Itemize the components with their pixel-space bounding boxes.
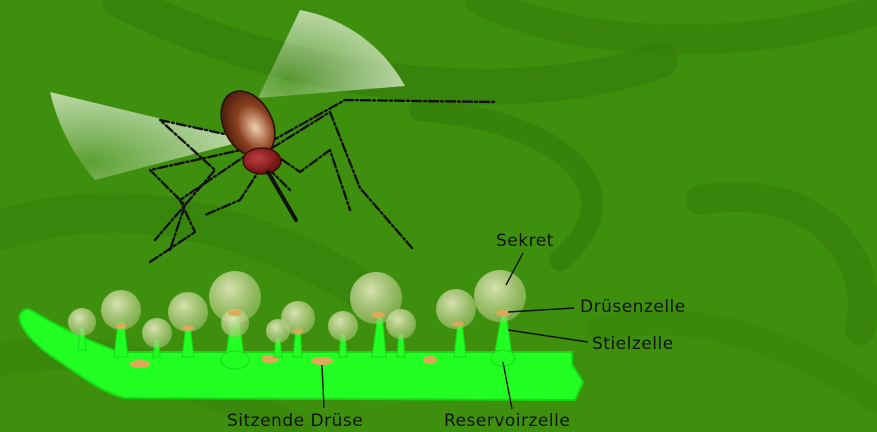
label-druesenzelle: Drüsenzelle — [580, 297, 686, 317]
label-sitzende-druese: Sitzende Drüse — [227, 411, 363, 431]
mosquito-head — [243, 148, 281, 174]
label-sekret: Sekret — [496, 231, 554, 251]
right-wing — [258, 10, 405, 98]
label-reservoirzelle: Reservoirzelle — [444, 411, 570, 431]
mosquito-proboscis — [268, 172, 296, 220]
left-wing — [50, 92, 248, 180]
label-stielzelle: Stielzelle — [592, 334, 674, 354]
leader-stielzelle — [508, 330, 588, 342]
